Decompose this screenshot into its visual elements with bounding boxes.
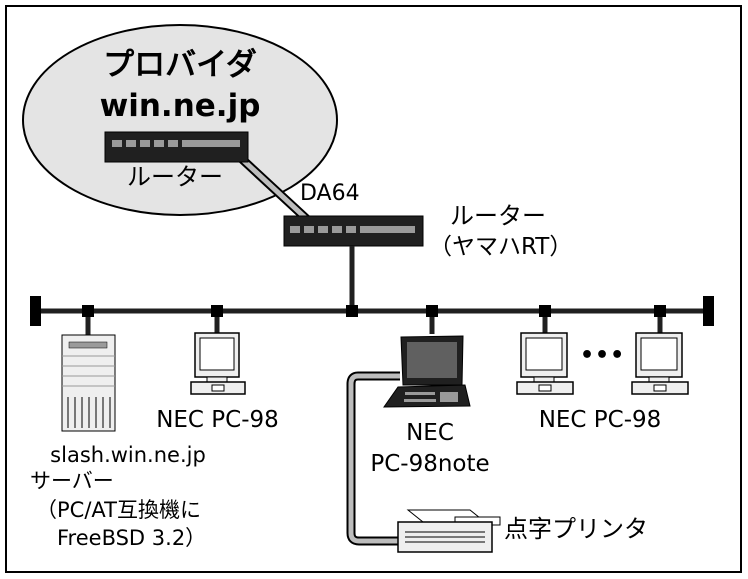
- server-desc-line1: （PC/AT互換機に: [36, 498, 201, 522]
- server-hostname: slash.win.ne.jp: [50, 443, 206, 467]
- laptop-label-line1: NEC: [406, 420, 454, 446]
- laptop-icon: [383, 335, 471, 408]
- bus-tap: [346, 305, 358, 317]
- local-router-icon: [283, 215, 424, 247]
- provider-domain: win.ne.jp: [99, 88, 261, 124]
- provider-cloud: [22, 24, 338, 216]
- link-label-da64: DA64: [300, 181, 360, 206]
- server-tower-icon: [61, 334, 116, 432]
- bus-tap: [82, 305, 94, 317]
- bus-terminator-right: [703, 296, 714, 326]
- bus-tap: [539, 305, 551, 317]
- server-role: サーバー: [30, 469, 114, 493]
- pc-group-ellipsis: •••: [580, 343, 626, 368]
- provider-router-label: ルーター: [127, 163, 223, 191]
- bus-tap: [654, 305, 666, 317]
- bus-tap: [426, 305, 438, 317]
- bus-tap: [211, 305, 223, 317]
- pc-right-1-icon: [516, 332, 574, 395]
- braille-printer-icon: [397, 509, 501, 553]
- pc-group-label: NEC PC-98: [538, 407, 662, 433]
- local-router-model: （ヤマハRT）: [429, 234, 573, 260]
- pc-left-label: NEC PC-98: [156, 407, 279, 433]
- pc-right-2-icon: [631, 332, 689, 395]
- server-desc-line2: FreeBSD 3.2）: [57, 526, 207, 550]
- printer-label: 点字プリンタ: [504, 515, 648, 543]
- provider-title: プロバイダ: [103, 47, 257, 83]
- bus-terminator-left: [30, 296, 41, 326]
- pc-left-icon: [190, 332, 246, 395]
- local-router-label: ルーター: [450, 202, 546, 230]
- printer-cable: [348, 373, 400, 544]
- provider-router-icon: [104, 131, 249, 163]
- laptop-label-line2: PC-98note: [370, 451, 490, 477]
